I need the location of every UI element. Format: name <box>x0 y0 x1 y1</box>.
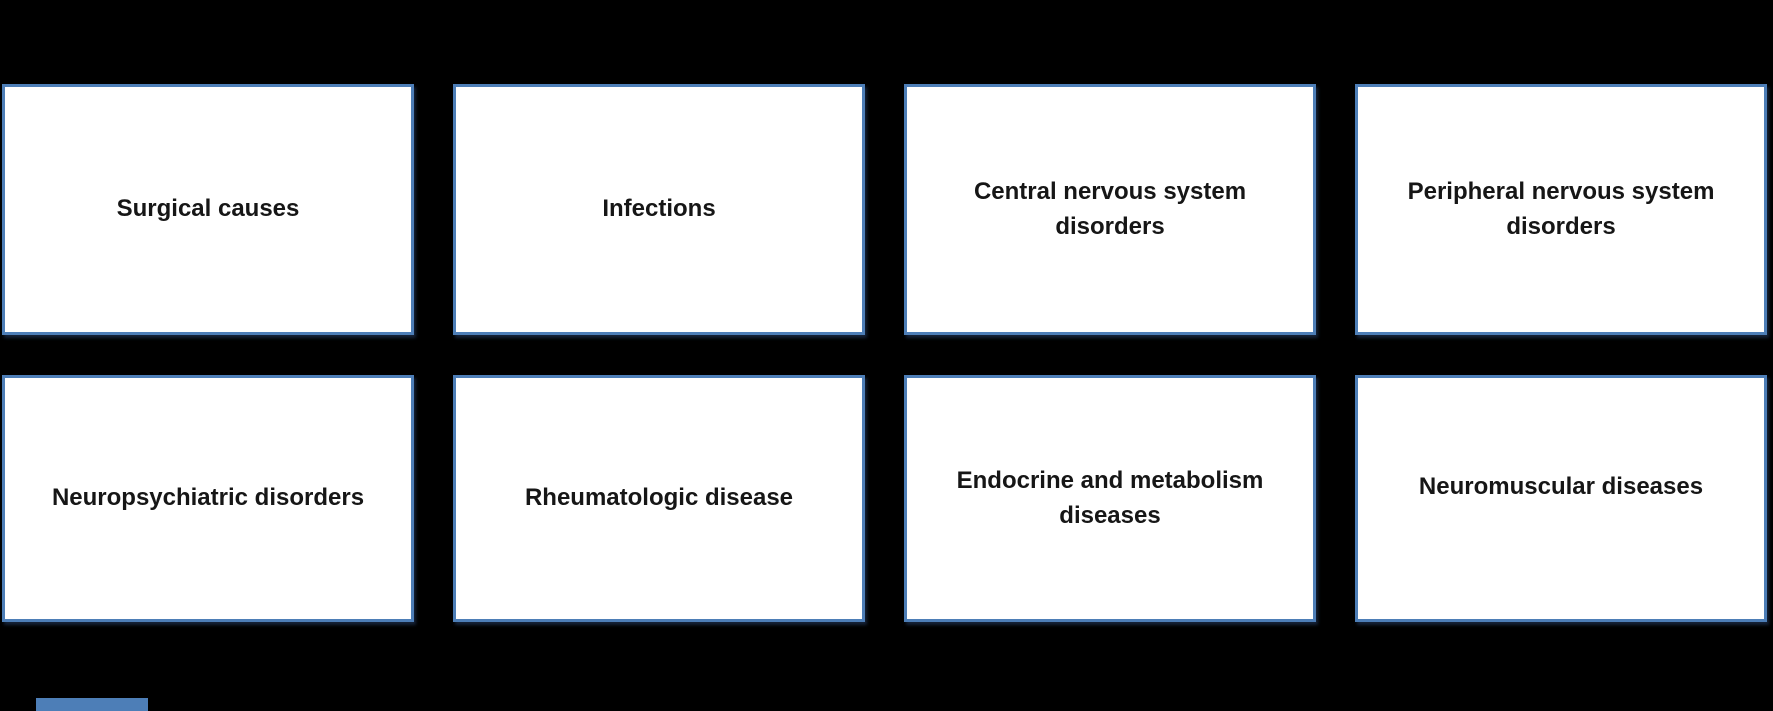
category-label: Endocrine and metabolism diseases <box>956 467 1264 529</box>
category-label: Surgical causes <box>116 195 300 223</box>
category-label: Central nervous system disorders <box>973 178 1247 240</box>
category-box-surgical-causes: Surgical causes <box>2 84 414 335</box>
category-box-endocrine-and-metabolism-diseases: Endocrine and metabolism diseases <box>904 375 1316 622</box>
partial-box-fragment <box>36 698 148 711</box>
category-label: Peripheral nervous system disorders <box>1407 178 1715 240</box>
category-grid: Surgical causes Infections Central nervo… <box>2 84 1767 622</box>
category-label: Infections <box>602 195 716 223</box>
category-label: Neuropsychiatric disorders <box>51 484 365 512</box>
category-box-neuromuscular-diseases: Neuromuscular diseases <box>1355 375 1767 622</box>
category-box-peripheral-nervous-system-disorders: Peripheral nervous system disorders <box>1355 84 1767 335</box>
category-label: Neuromuscular diseases <box>1418 473 1704 500</box>
category-box-central-nervous-system-disorders: Central nervous system disorders <box>904 84 1316 335</box>
category-label: Rheumatologic disease <box>524 484 794 512</box>
category-box-infections: Infections <box>453 84 865 335</box>
category-box-rheumatologic-disease: Rheumatologic disease <box>453 375 865 622</box>
category-box-neuropsychiatric-disorders: Neuropsychiatric disorders <box>2 375 414 622</box>
